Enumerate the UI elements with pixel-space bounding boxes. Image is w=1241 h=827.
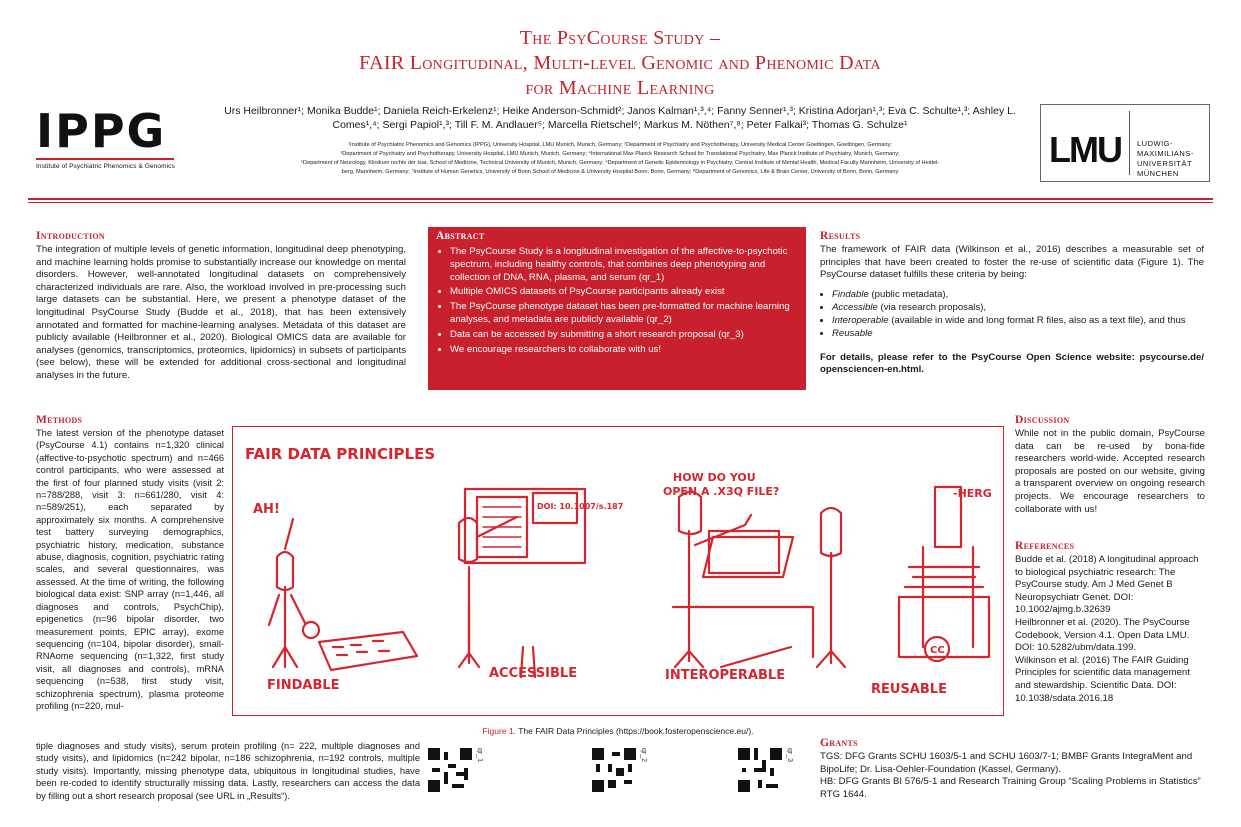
qr-label-1: qr_1 bbox=[476, 748, 483, 763]
results-section: Results The framework of FAIR data (Wilk… bbox=[820, 230, 1204, 377]
qr-code-icon bbox=[592, 748, 636, 792]
introduction-section: Introduction The integration of multiple… bbox=[36, 230, 406, 383]
references-heading: References bbox=[1015, 540, 1075, 552]
cc-icon: CC bbox=[930, 645, 945, 656]
results-text: The framework of FAIR data (Wilkinson et… bbox=[820, 244, 1204, 281]
discussion-heading: Discussion bbox=[1015, 414, 1070, 426]
qr-code-icon bbox=[738, 748, 782, 792]
qr-code-1[interactable]: qr_1 bbox=[428, 748, 483, 797]
fair-criteria-list: Findable (public metadata), Accessible (… bbox=[820, 288, 1204, 340]
qr-code-3[interactable]: qr_3 bbox=[738, 748, 793, 797]
list-item: The PsyCourse phenotype dataset has been… bbox=[450, 301, 798, 327]
fig-question-1: HOW DO YOU bbox=[673, 471, 756, 484]
discussion-text: While not in the public domain, PsyCours… bbox=[1015, 428, 1205, 515]
list-item: Reusable bbox=[832, 327, 1204, 340]
list-item: Data can be accessed by submitting a sho… bbox=[450, 329, 798, 342]
list-item: Accessible (via research proposals), bbox=[832, 301, 1204, 314]
author-list: Urs Heilbronner¹; Monika Budde¹; Daniela… bbox=[224, 105, 1016, 131]
qr-label-3: qr_3 bbox=[786, 748, 793, 763]
methods-text-continued: tiple diagnoses and study visits), serum… bbox=[36, 741, 420, 801]
references-text: Budde et al. (2018) A longitudinal appro… bbox=[1015, 554, 1199, 704]
fig-question-2: OPEN A .X3Q FILE? bbox=[663, 485, 779, 498]
fig-ah: AH! bbox=[253, 502, 280, 517]
abstract-box: Abstract The PsyCourse Study is a longit… bbox=[428, 227, 806, 390]
header-rule-thin bbox=[28, 202, 1213, 203]
methods-section: Methods The latest version of the phenot… bbox=[36, 414, 224, 712]
affiliations: ¹Institute of Psychiatric Phenomics and … bbox=[300, 142, 940, 175]
abstract-list: The PsyCourse Study is a longitudinal in… bbox=[436, 246, 798, 356]
fig-doi: DOI: 10.1007/s.187 bbox=[537, 502, 623, 511]
fig-label-interoperable: INTEROPERABLE bbox=[665, 668, 785, 683]
discussion-section: Discussion While not in the public domai… bbox=[1015, 414, 1205, 516]
results-heading: Results bbox=[820, 230, 861, 242]
methods-text: The latest version of the phenotype data… bbox=[36, 428, 224, 711]
fig-herg: -HERG bbox=[953, 487, 992, 500]
introduction-text: The integration of multiple levels of ge… bbox=[36, 244, 406, 381]
grants-section: Grants TGS: DFG Grants SCHU 1603/5-1 and… bbox=[820, 737, 1204, 801]
fig-label-accessible: ACCESSIBLE bbox=[489, 666, 577, 681]
fair-figure: FAIR DATA PRINCIPLES AH! DOI: 10.1007/s.… bbox=[232, 426, 1004, 716]
qr-code-2[interactable]: qr_2 bbox=[592, 748, 647, 797]
methods-heading: Methods bbox=[36, 414, 83, 426]
header-rule bbox=[28, 198, 1213, 200]
qr-label-2: qr_2 bbox=[640, 748, 647, 763]
fig-title: FAIR DATA PRINCIPLES bbox=[245, 445, 435, 463]
figure-caption: Figure 1. The FAIR Data Principles (http… bbox=[482, 726, 754, 736]
introduction-heading: Introduction bbox=[36, 230, 105, 242]
ippg-logo: IPPG Institute of Psychiatric Phenomics … bbox=[36, 104, 175, 170]
grants-heading: Grants bbox=[820, 737, 858, 749]
poster-title: The PsyCourse Study – FAIR Longitudinal,… bbox=[359, 27, 881, 99]
list-item: Findable (public metadata), bbox=[832, 288, 1204, 301]
grants-tgs: TGS: DFG Grants SCHU 1603/5-1 and SCHU 1… bbox=[820, 751, 1193, 775]
qr-code-icon bbox=[428, 748, 472, 792]
list-item: Multiple OMICS datasets of PsyCourse par… bbox=[450, 286, 798, 299]
abstract-heading: Abstract bbox=[436, 230, 485, 242]
list-item: Interoperable (available in wide and lon… bbox=[832, 314, 1204, 327]
results-details-link: For details, please refer to the PsyCour… bbox=[820, 351, 1204, 376]
lmu-logo: LMU LUDWIG- MAXIMILIANS- UNIVERSITÄT MÜN… bbox=[1040, 104, 1210, 182]
fair-illustration: FAIR DATA PRINCIPLES AH! DOI: 10.1007/s.… bbox=[245, 445, 992, 697]
fig-label-reusable: REUSABLE bbox=[871, 682, 947, 697]
list-item: The PsyCourse Study is a longitudinal in… bbox=[450, 246, 798, 284]
list-item: We encourage researchers to collaborate … bbox=[450, 344, 798, 357]
fig-label-findable: FINDABLE bbox=[267, 678, 340, 693]
references-section: References Budde et al. (2018) A longitu… bbox=[1015, 540, 1205, 705]
grants-hb: HB: DFG Grants BI 576/5-1 and Research T… bbox=[820, 776, 1201, 800]
